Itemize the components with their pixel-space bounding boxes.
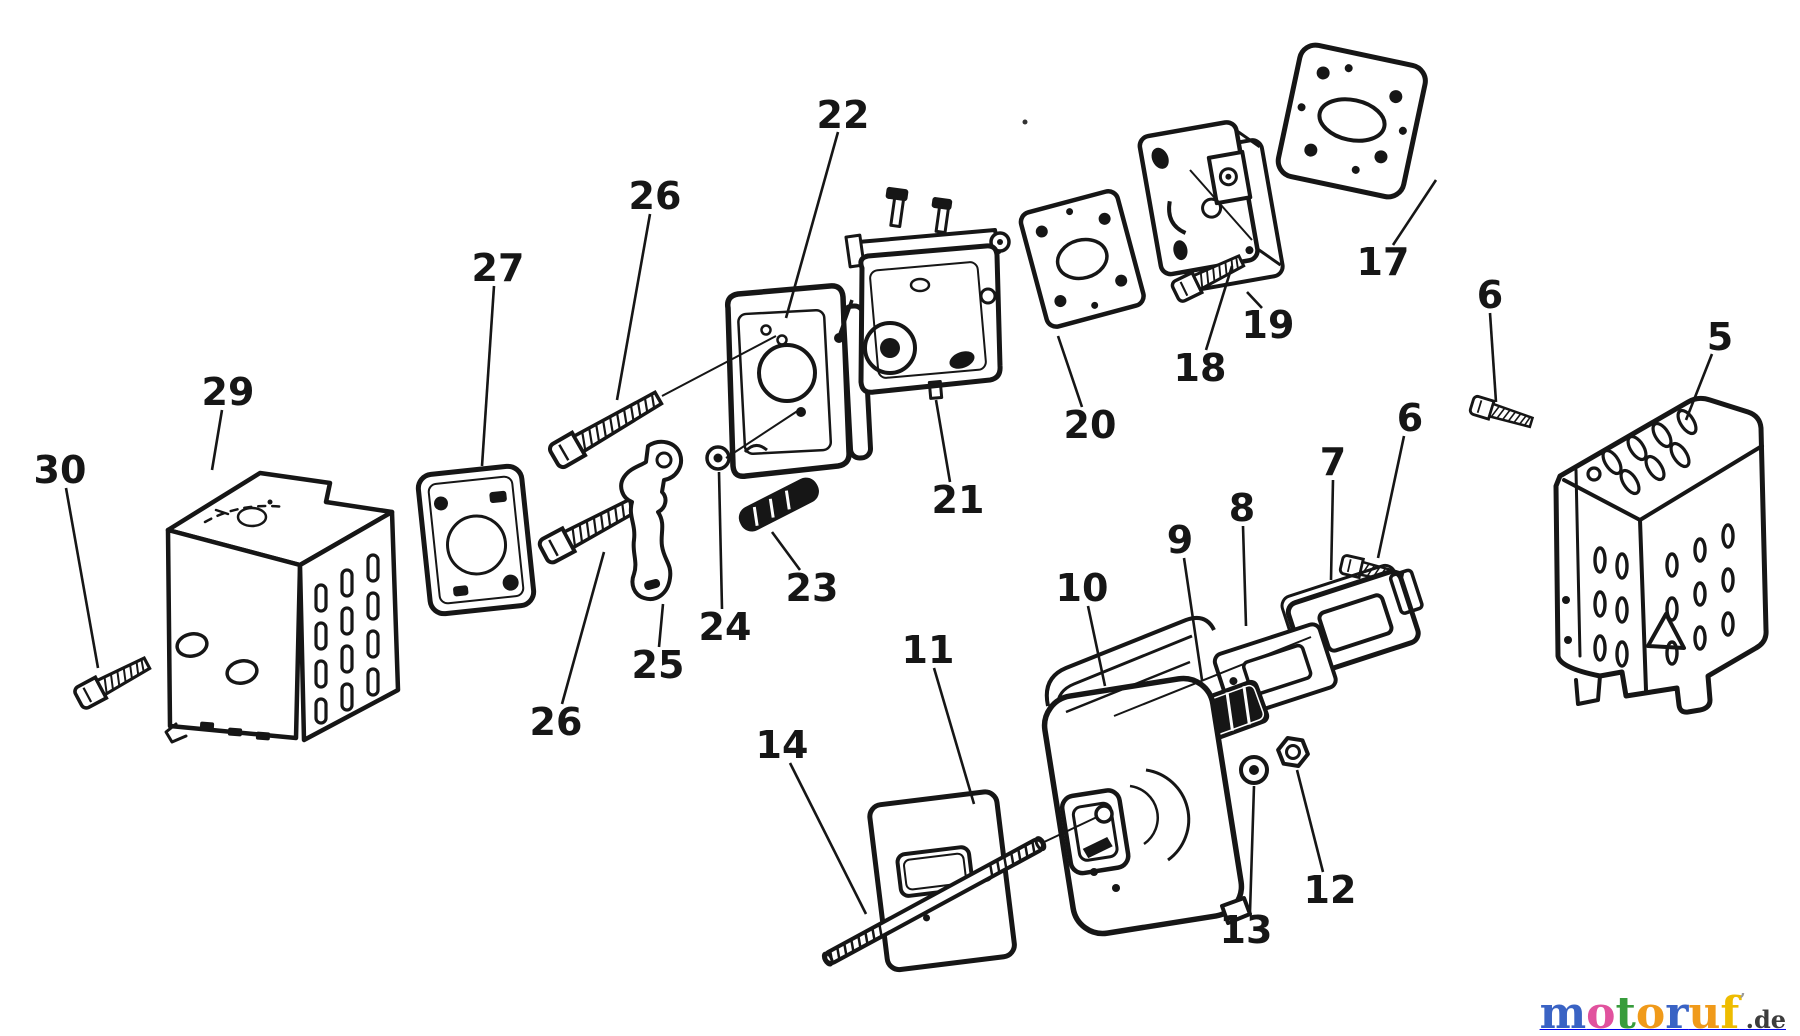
leader-line-13 bbox=[1248, 785, 1256, 913]
part-label-21: 21 bbox=[932, 478, 985, 522]
axis-line-0 bbox=[661, 335, 777, 397]
stray-dot bbox=[1022, 119, 1028, 125]
part-label-12: 12 bbox=[1304, 868, 1357, 912]
logo-letter-1: o bbox=[1586, 988, 1616, 1036]
logo-domain-suffix: .de bbox=[1745, 1005, 1786, 1034]
part-label-26b: 26 bbox=[530, 700, 583, 744]
part-label-19: 19 bbox=[1242, 303, 1295, 347]
leader-line-24 bbox=[717, 471, 724, 610]
part-6-screw-a bbox=[1467, 393, 1536, 433]
part-22-backplate bbox=[724, 283, 874, 480]
part-label-22: 22 bbox=[817, 93, 870, 137]
part-label-24: 24 bbox=[699, 605, 752, 649]
logo-letter-6: f bbox=[1720, 988, 1740, 1036]
part-20-gasket bbox=[1018, 189, 1146, 329]
part-label-27: 27 bbox=[472, 246, 525, 290]
logo-tick-mark: ’ bbox=[1739, 990, 1746, 1011]
leader-line-6a bbox=[1488, 312, 1498, 403]
leader-line-14 bbox=[788, 762, 868, 915]
leader-line-22 bbox=[784, 131, 840, 319]
leader-line-27 bbox=[480, 285, 496, 467]
leader-line-8 bbox=[1241, 525, 1248, 627]
part-label-29: 29 bbox=[202, 370, 255, 414]
leader-line-12 bbox=[1295, 769, 1325, 873]
part-label-14: 14 bbox=[756, 723, 809, 767]
part-27-gasket bbox=[415, 463, 537, 617]
part-25-lever bbox=[619, 439, 683, 601]
axis-line-2 bbox=[1189, 169, 1253, 241]
axis-lines-layer bbox=[661, 169, 1312, 844]
part-10-muffler-body bbox=[1041, 616, 1252, 937]
part-label-26a: 26 bbox=[629, 174, 682, 218]
leader-line-29 bbox=[210, 409, 224, 471]
leader-line-20 bbox=[1056, 335, 1084, 408]
leader-line-26a bbox=[615, 213, 652, 401]
axis-line-3 bbox=[1113, 636, 1312, 717]
part-label-7: 7 bbox=[1320, 440, 1346, 484]
leader-line-26b bbox=[560, 551, 606, 705]
part-label-23: 23 bbox=[786, 566, 839, 610]
part-label-8: 8 bbox=[1229, 486, 1255, 530]
axis-line-1 bbox=[725, 409, 800, 459]
leader-line-30 bbox=[64, 487, 100, 669]
part-label-20: 20 bbox=[1064, 403, 1117, 447]
logo-letter-4: r bbox=[1665, 988, 1689, 1036]
part-21-carburetor bbox=[834, 186, 1011, 400]
logo-letter-3: o bbox=[1635, 988, 1666, 1036]
leader-line-17 bbox=[1391, 179, 1438, 246]
part-label-30: 30 bbox=[34, 448, 87, 492]
leader-line-7 bbox=[1329, 479, 1335, 581]
leader-line-25 bbox=[657, 603, 665, 648]
leader-line-23 bbox=[770, 531, 802, 571]
leader-line-5 bbox=[1684, 353, 1714, 421]
part-14-stud bbox=[821, 836, 1047, 967]
logo-letter-5: u bbox=[1688, 988, 1721, 1036]
leader-line-19 bbox=[1246, 291, 1263, 309]
part-29-cover bbox=[164, 470, 401, 744]
part-12-nut bbox=[1276, 736, 1310, 768]
part-11-gasket bbox=[867, 789, 1017, 973]
part-label-5: 5 bbox=[1707, 315, 1733, 359]
motoruf-logo-letters: motoruf bbox=[1540, 992, 1740, 1036]
leader-line-18 bbox=[1204, 265, 1234, 351]
part-17-gasket bbox=[1275, 42, 1428, 200]
part-5-guard bbox=[1553, 395, 1769, 715]
part-label-18: 18 bbox=[1174, 346, 1227, 390]
part-23-screen bbox=[738, 477, 819, 532]
leader-line-10 bbox=[1086, 605, 1107, 687]
motoruf-logo-link[interactable]: motoruf’.de bbox=[1540, 992, 1786, 1036]
part-24-washer bbox=[705, 445, 731, 471]
leader-line-6b bbox=[1376, 435, 1406, 559]
part-label-25: 25 bbox=[632, 643, 685, 687]
part-label-17: 17 bbox=[1357, 240, 1410, 284]
part-13-washer bbox=[1239, 755, 1269, 785]
part-label-6b: 6 bbox=[1397, 396, 1423, 440]
part-label-10: 10 bbox=[1056, 566, 1109, 610]
part-label-6a: 6 bbox=[1477, 273, 1503, 317]
leader-line-11 bbox=[932, 667, 976, 805]
part-label-13: 13 bbox=[1220, 908, 1273, 952]
leader-line-9 bbox=[1182, 557, 1204, 681]
axis-line-4 bbox=[1041, 816, 1098, 844]
leader-line-21 bbox=[934, 399, 952, 483]
logo-letter-0: m bbox=[1539, 988, 1587, 1036]
part-30-screw bbox=[71, 651, 155, 712]
part-label-11: 11 bbox=[902, 628, 955, 672]
part-labels-layer: 22 26 27 29 30 21 20 18 19 17 6 5 6 7 89 10 23 24 25 26 11 14… bbox=[34, 93, 1734, 952]
part-label-9: 9 bbox=[1167, 518, 1193, 562]
logo-letter-2: t bbox=[1615, 988, 1636, 1036]
